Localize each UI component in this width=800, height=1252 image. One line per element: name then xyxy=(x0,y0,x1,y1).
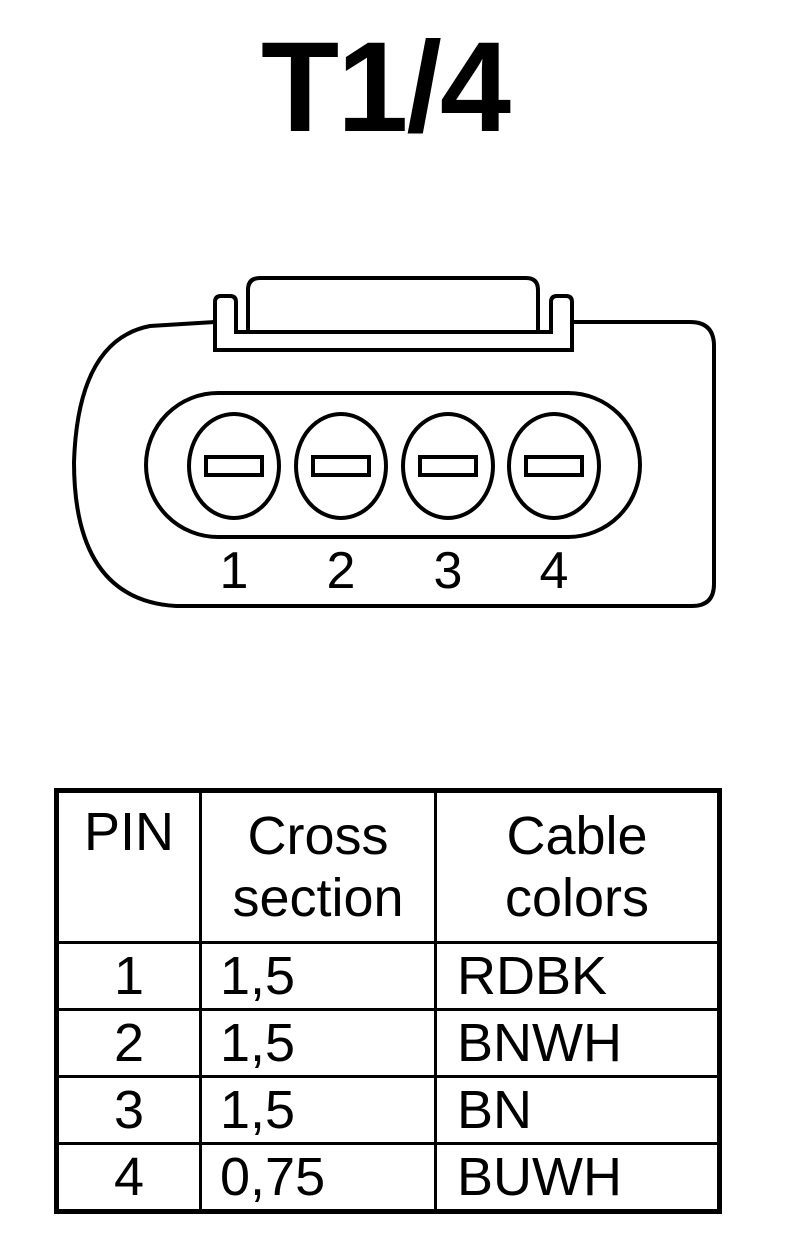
cell-cross-section: 0,75 xyxy=(199,1142,437,1213)
connector-diagram: 1 2 3 4 xyxy=(71,276,716,608)
table-row: 3 1,5 BN xyxy=(55,1075,721,1145)
pin-cavity xyxy=(401,412,495,520)
header-cross-section-line1: Cross xyxy=(247,806,389,866)
pin-4 xyxy=(507,412,601,520)
connector-latch xyxy=(213,294,574,352)
cell-cable-color: BNWH xyxy=(434,1008,721,1078)
cell-pin: 3 xyxy=(55,1075,202,1145)
header-cable-colors: Cable colors xyxy=(434,789,721,944)
cell-pin: 2 xyxy=(55,1008,202,1078)
pin-terminal xyxy=(204,455,264,477)
table-row: 4 0,75 BUWH xyxy=(55,1142,721,1213)
table-header-row: PIN Cross section Cable colors xyxy=(55,789,721,944)
pin-table: PIN Cross section Cable colors 1 1,5 RDB… xyxy=(54,788,722,1214)
pin-terminal xyxy=(418,455,478,477)
connector-title: T1/4 xyxy=(260,16,511,159)
pin-cavity xyxy=(187,412,281,520)
table-row: 1 1,5 RDBK xyxy=(55,941,721,1011)
cell-cross-section: 1,5 xyxy=(199,1008,437,1078)
pin-2 xyxy=(294,412,388,520)
pin-number-label: 1 xyxy=(220,542,249,600)
cell-pin: 4 xyxy=(55,1142,202,1213)
table-row: 2 1,5 BNWH xyxy=(55,1008,721,1078)
header-pin-label: PIN xyxy=(83,802,175,862)
header-cable-colors-line2: colors xyxy=(504,868,650,928)
connector-latch-top xyxy=(246,276,540,332)
pin-terminal xyxy=(311,455,371,477)
pin-number-label: 3 xyxy=(434,542,463,600)
connector-housing xyxy=(71,320,716,608)
cell-cross-section: 1,5 xyxy=(199,941,437,1011)
header-cable-colors-line1: Cable xyxy=(506,806,648,866)
cell-pin: 1 xyxy=(55,941,202,1011)
cell-cable-color: BN xyxy=(434,1075,721,1145)
pin-1 xyxy=(187,412,281,520)
header-pin: PIN xyxy=(55,789,202,944)
pin-terminal xyxy=(524,455,584,477)
pin-cavity xyxy=(507,412,601,520)
pin-cavity xyxy=(294,412,388,520)
cell-cross-section: 1,5 xyxy=(199,1075,437,1145)
header-cross-section-line2: section xyxy=(232,868,404,928)
pin-socket xyxy=(144,391,642,539)
header-cross-section: Cross section xyxy=(199,789,437,944)
cell-cable-color: BUWH xyxy=(434,1142,721,1213)
pin-3 xyxy=(401,412,495,520)
pin-number-label: 4 xyxy=(540,542,569,600)
pin-number-label: 2 xyxy=(327,542,356,600)
cell-cable-color: RDBK xyxy=(434,941,721,1011)
